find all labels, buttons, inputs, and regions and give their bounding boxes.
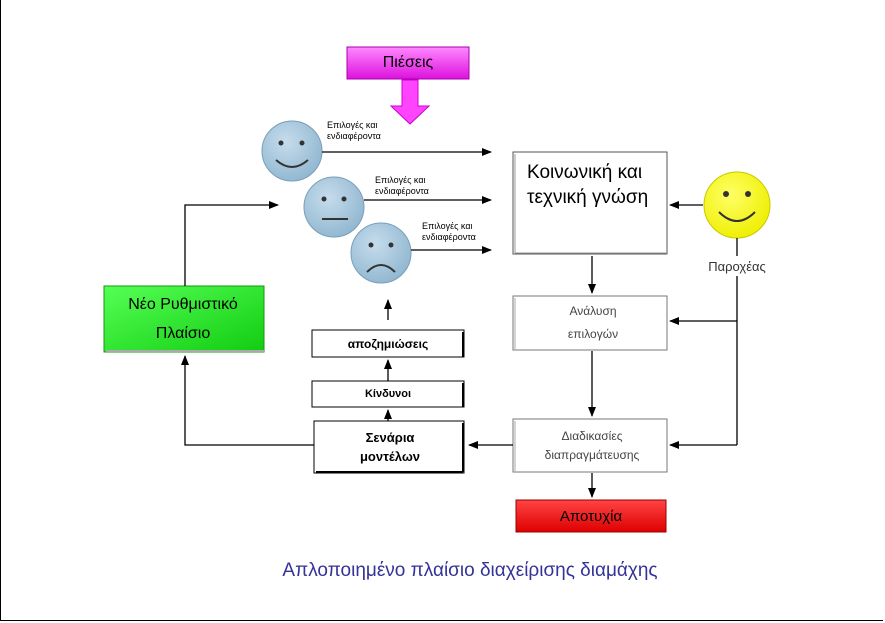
compensation-box [311, 329, 465, 358]
scenarios-box [313, 420, 465, 474]
risks-label: Κίνδυνοι [364, 388, 412, 400]
risks-box [311, 380, 465, 408]
face-label-2: Επιλογές και ενδιαφέροντα [375, 175, 429, 196]
face-neutral-icon [303, 176, 365, 238]
knowledge-box [512, 151, 668, 255]
analysis-box [512, 295, 668, 351]
pressures-box [346, 46, 470, 80]
caption: Απλοποιημένο πλαίσιο διαχείρισης διαμάχη… [282, 560, 658, 581]
provider-label: Παροχέας [708, 258, 766, 274]
scenarios-label: Σενάρια μοντέλων [359, 430, 421, 464]
face-label-1: Επιλογές και ενδιαφέροντα [327, 120, 381, 141]
face-label-3: Επιλογές και ενδιαφέροντα [422, 221, 476, 242]
failure-label: Αποτυχία [559, 507, 623, 525]
pressures-label: Πιέσεις [382, 54, 434, 71]
negotiation-box [512, 418, 668, 473]
analysis-label: Ανάλυση επιλογών [567, 304, 619, 341]
failure-box [515, 499, 667, 533]
knowledge-label: Κοινωνική και τεχνική γνώση [527, 162, 649, 208]
compensation-label: αποζημιώσεις [347, 336, 429, 351]
pressures-arrow [389, 79, 431, 125]
face-sad-icon [350, 222, 412, 284]
face-provider-icon [703, 171, 771, 239]
negotiation-label: Διαδικασίες διαπραγμάτευσης [544, 429, 640, 462]
new-framework-label: Νέο Ρυθμιστικό Πλαίσιο [128, 296, 238, 342]
face-happy-icon [261, 120, 323, 182]
